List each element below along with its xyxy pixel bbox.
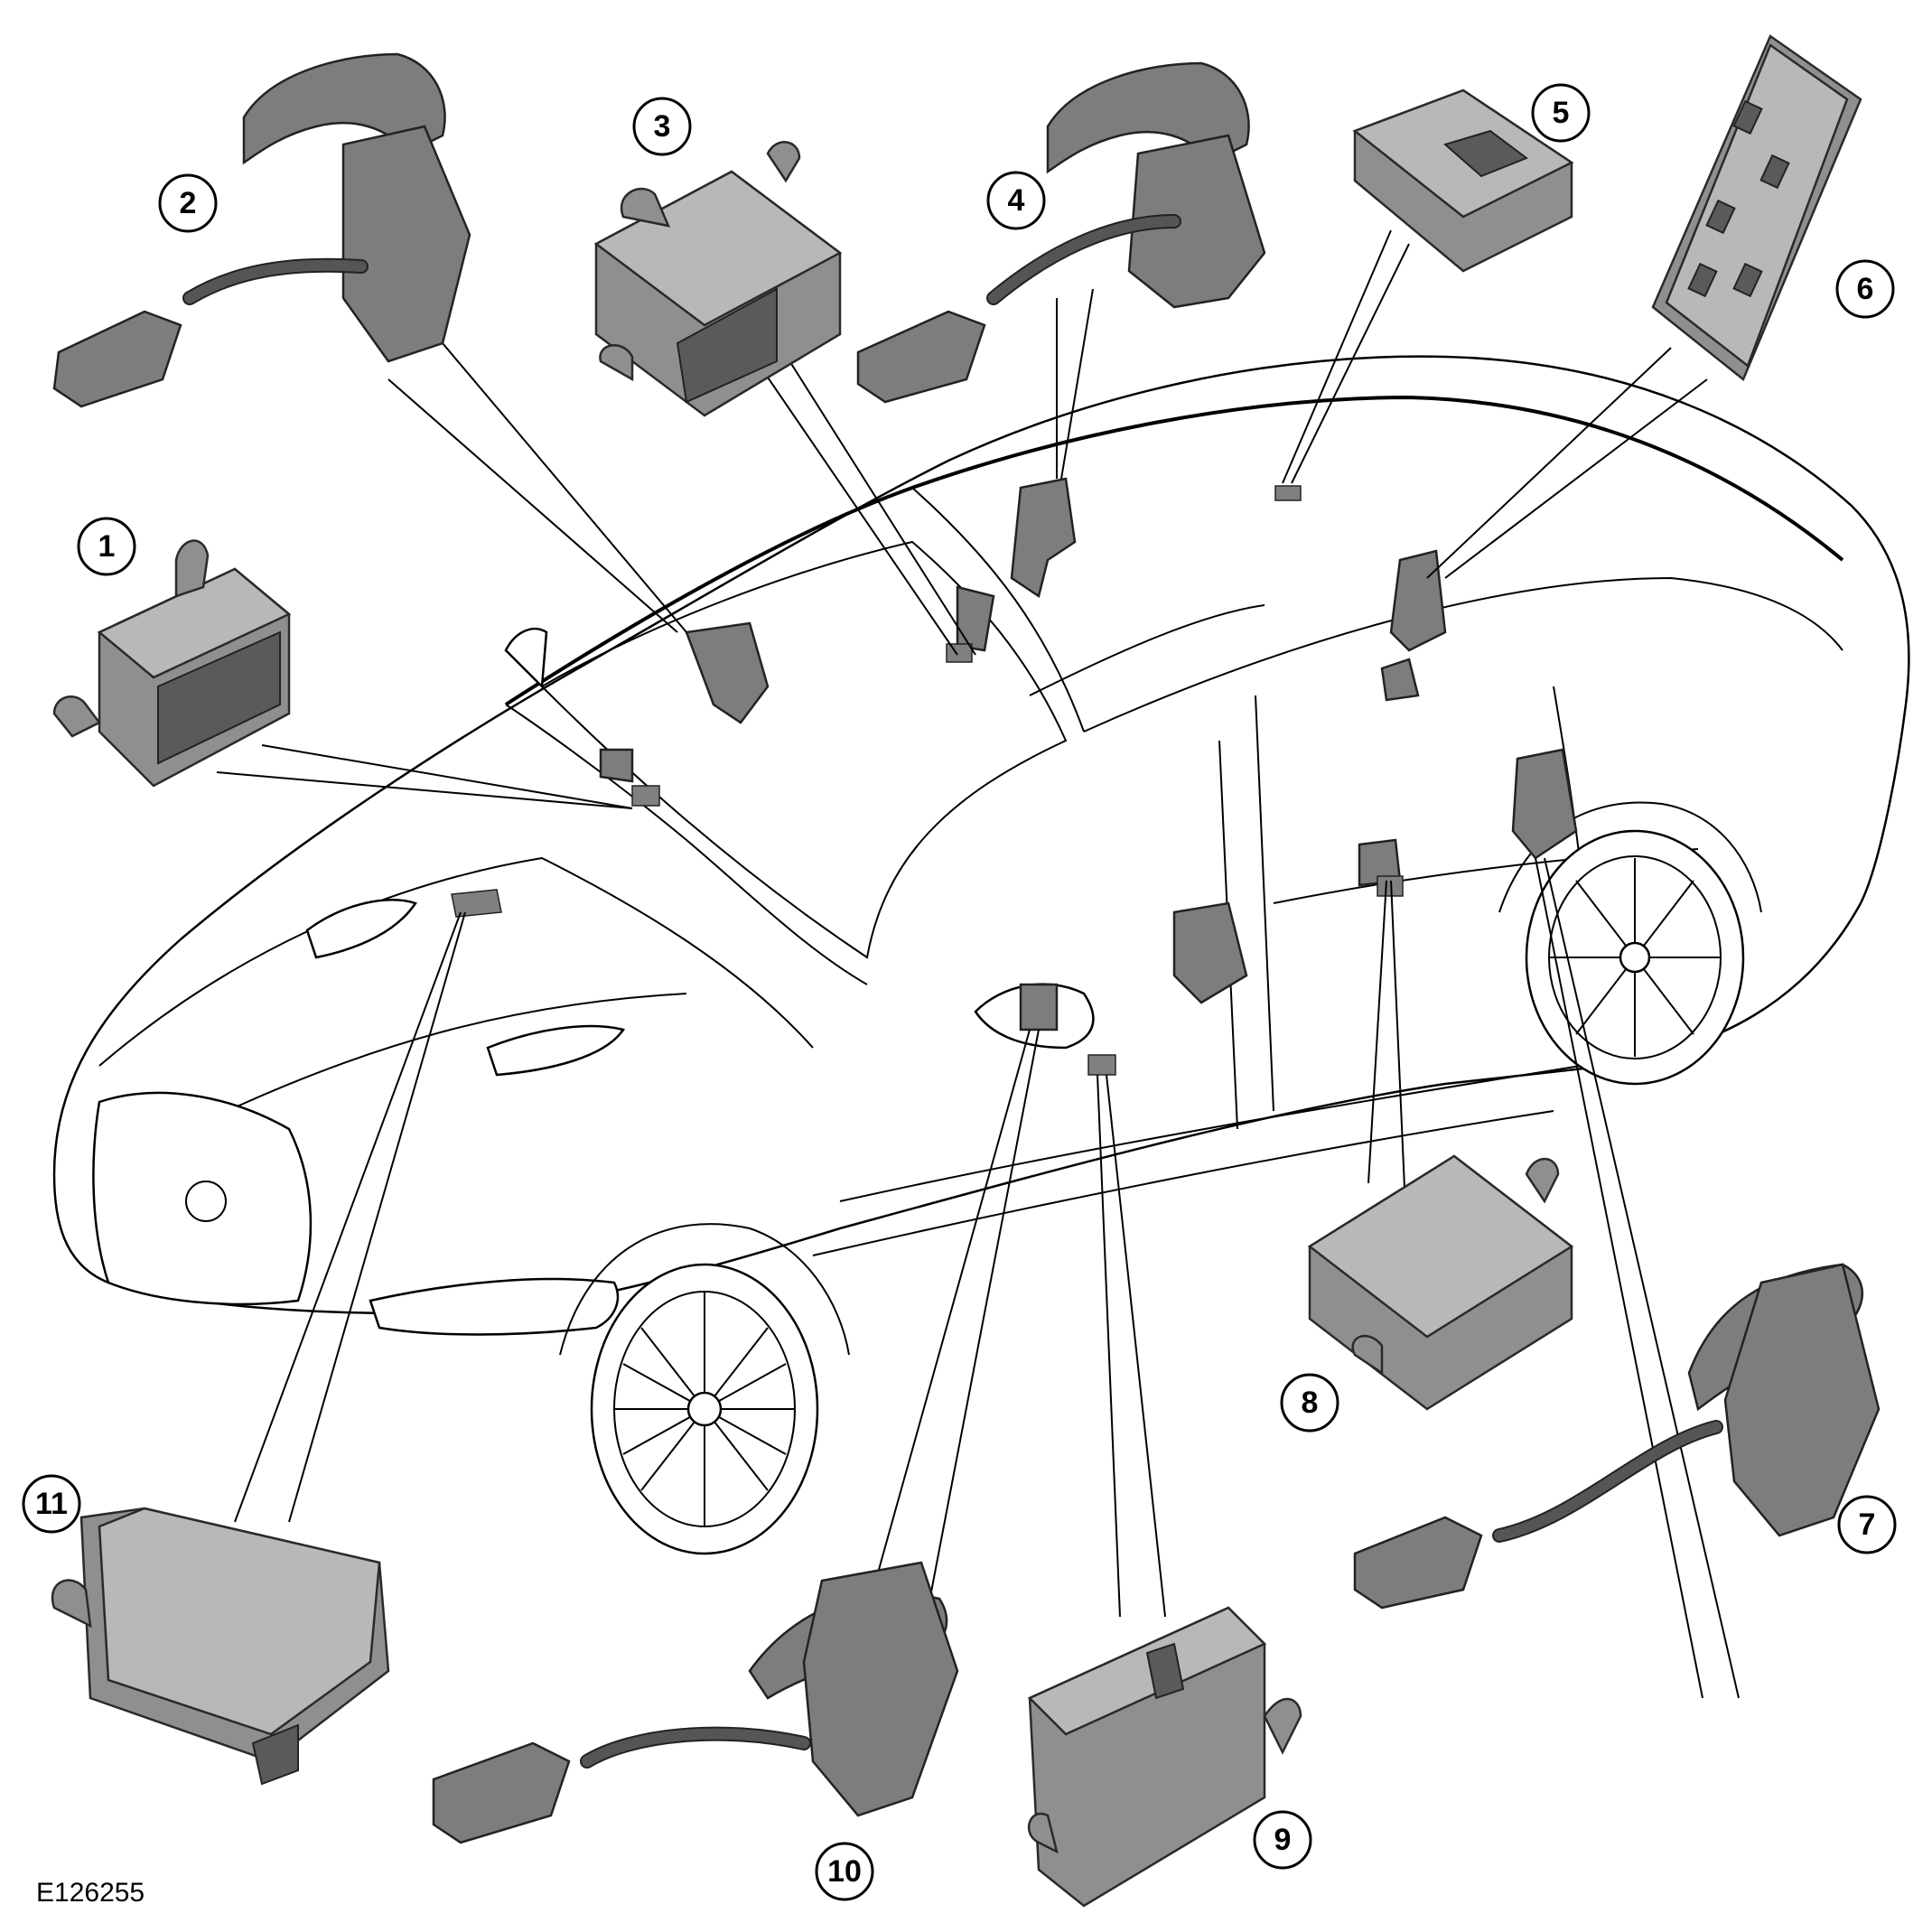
component-1-module [52,539,292,788]
callout-9: 9 [1253,1810,1312,1870]
callout-6: 6 [1835,259,1895,319]
callout-8: 8 [1280,1373,1339,1433]
on-vehicle-component-markers [451,477,1578,1076]
component-10-door-latch [432,1561,959,1844]
component-7-door-latch [1353,1263,1881,1610]
callout-10: 10 [815,1842,874,1901]
vehicle-outline [52,355,1910,1555]
callout-3-label: 3 [654,109,671,144]
callout-9-label: 9 [1274,1823,1292,1857]
callout-1: 1 [77,517,136,576]
component-2-door-latch [52,52,471,408]
callout-3: 3 [632,97,692,156]
callout-1-label: 1 [98,529,116,564]
component-4-door-latch [856,61,1266,404]
component-3-module [593,141,843,417]
component-9-module [1027,1606,1302,1908]
figure-id: E126255 [36,1878,145,1908]
callout-5: 5 [1531,83,1591,143]
callout-5-label: 5 [1553,96,1570,130]
leader-lines [216,229,1740,1699]
component-5-module [1352,89,1574,273]
callout-6-label: 6 [1857,272,1874,306]
callout-4-label: 4 [1008,183,1025,218]
callout-8-label: 8 [1302,1386,1319,1420]
callout-10-label: 10 [827,1854,862,1889]
callout-2-label: 2 [180,186,197,220]
callout-7-label: 7 [1859,1507,1876,1542]
callout-11: 11 [22,1474,81,1534]
component-8-module [1307,1154,1574,1411]
callout-7: 7 [1837,1495,1897,1554]
component-11-module [51,1507,390,1786]
callout-2: 2 [158,173,218,233]
callout-11-label: 11 [35,1487,68,1521]
component-6-fuse-box [1651,34,1862,382]
callout-4: 4 [986,171,1046,230]
